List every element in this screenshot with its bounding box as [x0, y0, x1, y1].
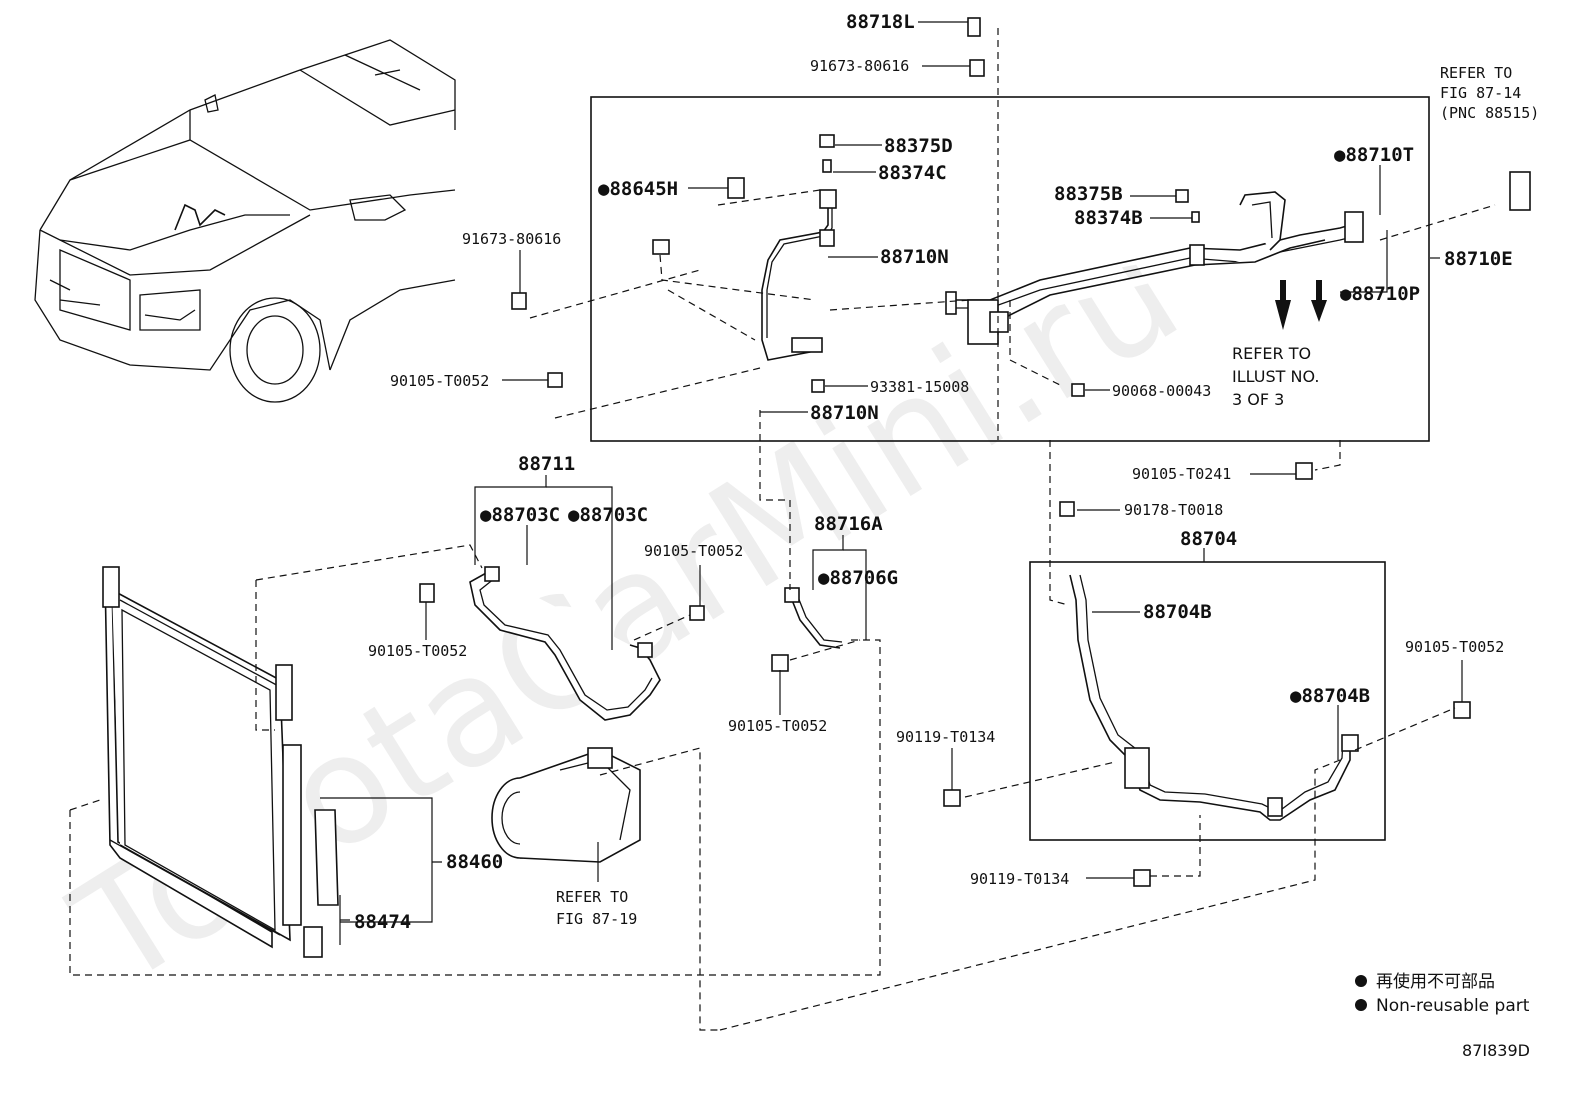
label-88474: 88474 — [354, 911, 411, 933]
liquid-tube — [761, 189, 837, 361]
legend-non-reusable: Non-reusable part — [1376, 996, 1530, 1016]
legend-bullet-1 — [1355, 975, 1367, 987]
bolt-90105-t0241 — [1295, 462, 1313, 480]
bolt-93381 — [811, 379, 825, 393]
suction-hose-box — [1029, 561, 1386, 841]
label-refer-illust-line1: REFER TO — [1232, 344, 1311, 363]
label-90119-t0134-a: 90119-T0134 — [896, 728, 995, 746]
legend-japanese: 再使用不可部品 — [1376, 971, 1495, 992]
vehicle-illustration — [34, 39, 456, 403]
label-88375d: 88375D — [884, 135, 953, 157]
label-refer-fig-8714-line3: (PNC 88515) — [1440, 104, 1539, 122]
label-90105-t0052-right: 90105-T0052 — [1405, 638, 1504, 656]
label-90105-t0241: 90105-T0241 — [1132, 465, 1231, 483]
discharge-hose — [945, 191, 1364, 345]
label-88704b-bottom: ●88704B — [1290, 685, 1370, 707]
bolt-90068 — [1071, 383, 1085, 397]
valve-core-part-c — [822, 159, 832, 173]
label-refer-illust-line3: 3 OF 3 — [1232, 390, 1284, 409]
arrow-refer-1 — [1275, 280, 1291, 330]
nut-part — [652, 239, 670, 255]
label-90105-t0052-b: 90105-T0052 — [644, 542, 743, 560]
liquid-tube-88716a — [771, 587, 843, 672]
cap-part-d — [819, 134, 835, 148]
bolt-91673-b — [969, 59, 985, 77]
label-93381-15008: 93381-15008 — [870, 378, 969, 396]
bolt-90105-a — [547, 372, 563, 388]
label-88703c-a: ●88703C — [480, 504, 560, 526]
label-refer-fig-8714-line1: REFER TO — [1440, 64, 1512, 82]
condenser — [102, 566, 339, 958]
label-88716a: 88716A — [814, 513, 883, 535]
compressor — [491, 747, 641, 863]
label-91673-80616-top: 91673-80616 — [810, 57, 909, 75]
main-assembly-box — [590, 96, 1430, 442]
label-88706g: ●88706G — [818, 567, 898, 589]
pressure-switch-part — [727, 177, 745, 199]
leader-lines — [320, 21, 1463, 945]
label-88375b: 88375B — [1054, 183, 1123, 205]
bolt-90178 — [1059, 501, 1075, 517]
label-88374c: 88374C — [878, 162, 947, 184]
label-88460: 88460 — [446, 851, 503, 873]
label-88703c-b: ●88703C — [568, 504, 648, 526]
connector-part-fig8714 — [1509, 171, 1531, 211]
label-88710n-top: 88710N — [880, 246, 949, 268]
label-90178-t0018: 90178-T0018 — [1124, 501, 1223, 519]
label-refer-illust-line2: ILLUST NO. — [1232, 367, 1319, 386]
label-90119-t0134-b: 90119-T0134 — [970, 870, 1069, 888]
valve-core-part-b — [1191, 211, 1200, 223]
label-90105-t0052-c: 90105-T0052 — [368, 642, 467, 660]
suction-tube — [419, 566, 705, 721]
cap-part-b — [1175, 189, 1189, 203]
label-91673-80616-left: 91673-80616 — [462, 230, 561, 248]
illustration-code: 87I839D — [1462, 1041, 1530, 1060]
suction-hose-88704 — [943, 574, 1471, 887]
label-90105-t0052-a: 90105-T0052 — [390, 372, 489, 390]
label-88704b-top: 88704B — [1143, 601, 1212, 623]
label-refer-fig-8719-line1: REFER TO — [556, 888, 628, 906]
clip-88718l — [967, 17, 981, 37]
label-88374b: 88374B — [1074, 207, 1143, 229]
label-88704: 88704 — [1180, 528, 1237, 550]
label-88718l: 88718L — [846, 11, 915, 33]
bolt-91673-a — [511, 292, 527, 310]
label-90068-00043: 90068-00043 — [1112, 382, 1211, 400]
label-refer-fig-8719-line2: FIG 87-19 — [556, 910, 637, 928]
label-88710t: ●88710T — [1334, 144, 1414, 166]
reference-lines — [69, 28, 1496, 1031]
legend-bullet-2 — [1355, 999, 1367, 1011]
label-refer-fig-8714-line2: FIG 87-14 — [1440, 84, 1521, 102]
label-88711: 88711 — [518, 453, 575, 475]
label-88645h: ●88645H — [598, 178, 678, 200]
label-88710n-bottom: 88710N — [810, 402, 879, 424]
arrow-refer-2 — [1311, 280, 1327, 322]
label-88710p: ●88710P — [1340, 283, 1420, 305]
label-90105-t0052-d: 90105-T0052 — [728, 717, 827, 735]
label-88710e: 88710E — [1444, 248, 1513, 270]
